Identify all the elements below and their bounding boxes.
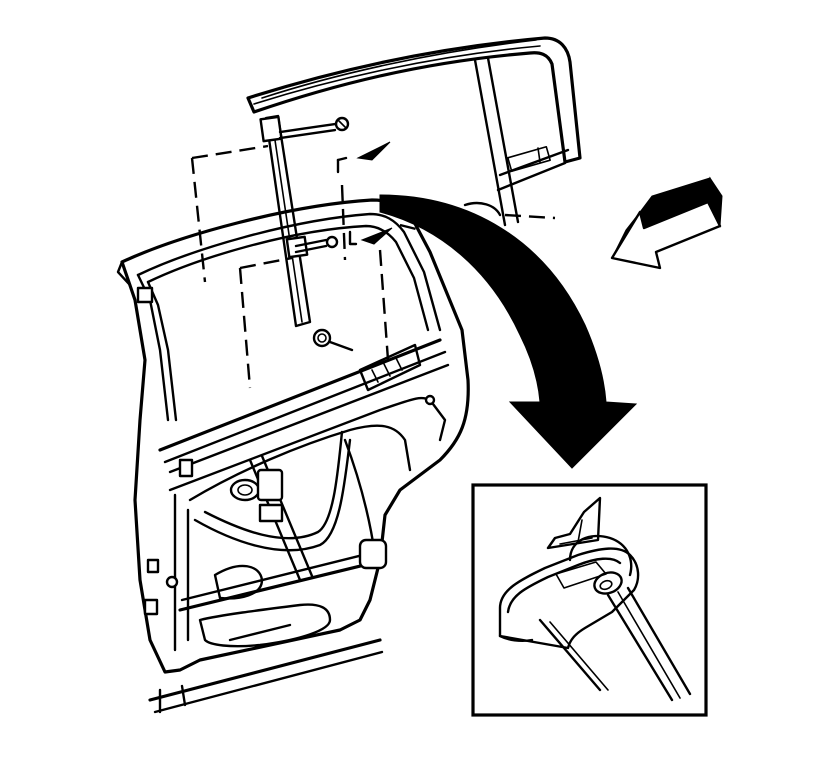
view-direction-arrow-icon (610, 176, 723, 270)
leader-arrow (336, 141, 393, 246)
alignment-lines (190, 144, 421, 389)
rear-door-frame-icon (116, 198, 470, 714)
clip-retainer-detail-icon (471, 483, 708, 717)
window-run-channel-icon (246, 36, 582, 227)
bolt-icon (278, 116, 350, 140)
vertical-channel-piece (259, 114, 312, 328)
bolt-icon (294, 235, 339, 254)
detail-callout-arrow-icon (379, 194, 638, 469)
bolt-icon (312, 328, 354, 352)
